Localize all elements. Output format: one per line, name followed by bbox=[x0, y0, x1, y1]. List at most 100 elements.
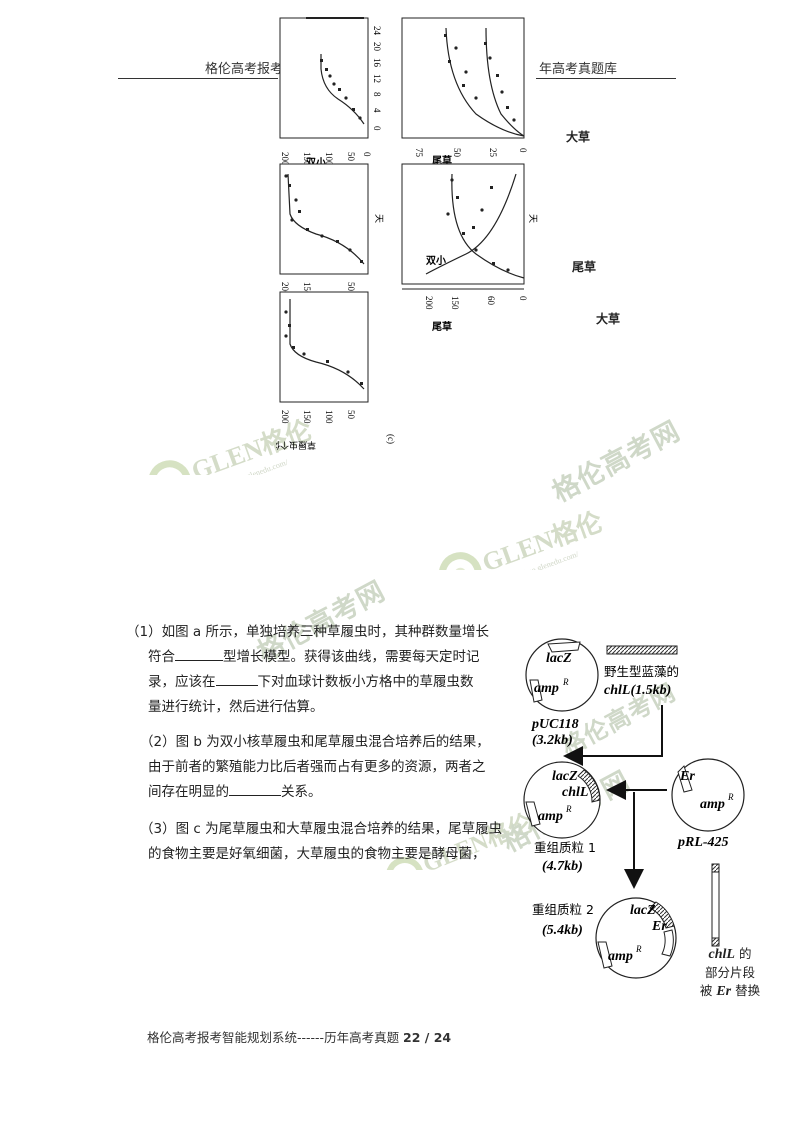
watermark-logo-1: GLEN格伦 http://gaokao.glenedu.com/ bbox=[148, 414, 317, 475]
question-3: （3）图 c 为尾草履虫和大草履虫混合培养的结果，尾草履虫 的食物主要是好氧细菌… bbox=[140, 817, 520, 867]
axis-c-left-label: 草履虫个体数（mL） bbox=[276, 440, 316, 451]
tag-c-left: 双小 bbox=[426, 254, 446, 267]
tick-b-x-2: 50 bbox=[346, 282, 356, 292]
tick-a-x-1: 150 bbox=[302, 152, 312, 166]
question-1: （1）如图 a 所示，单独培养三种草履虫时，其种群数量增长 符合型增长模型。获得… bbox=[126, 620, 506, 720]
panel-right-mid: 双小 bbox=[401, 163, 525, 285]
watermark-brand-2: GLEN格伦 bbox=[478, 506, 607, 570]
q1-line-4: 量进行统计，然后进行估算。 bbox=[148, 699, 324, 715]
tick-a-y-5: 4 bbox=[372, 108, 382, 113]
prl-sup: R bbox=[727, 792, 734, 802]
prl-name: pRL-425 bbox=[677, 835, 729, 850]
plasmid-prl425: Er amp R pRL-425 bbox=[671, 758, 745, 850]
header-right: 年高考真题库 bbox=[539, 62, 618, 77]
tick-a-y-2: 16 bbox=[372, 58, 382, 68]
tag-c-mid: 尾草 bbox=[432, 320, 452, 333]
q3-line-1: （3）图 c 为尾草履虫和大草履虫混合培养的结果，尾草履虫 bbox=[140, 821, 503, 837]
header-rule-right bbox=[536, 78, 676, 79]
r2-amp: amp bbox=[608, 949, 633, 964]
r2-gene-1: lacZ bbox=[630, 903, 656, 918]
r1-name: 重组质粒 1 bbox=[534, 840, 596, 855]
tick-b-x-1: 150 bbox=[302, 282, 312, 296]
tick-a-y-3: 12 bbox=[372, 74, 382, 83]
r1-gene-2: chlL bbox=[562, 785, 588, 800]
r1-size: (4.7kb) bbox=[542, 859, 583, 874]
tick-a-x-4: 0 bbox=[362, 152, 372, 157]
r2-gene-2: Er bbox=[651, 919, 667, 934]
tag-right-lower: 大草 bbox=[596, 312, 621, 326]
day-label-b: 天 bbox=[374, 214, 384, 223]
fragment-bar bbox=[711, 863, 720, 947]
p1-name: pUC118 bbox=[531, 717, 579, 732]
day-label-r: 天 bbox=[528, 214, 538, 223]
tag-right-mid: 尾草 bbox=[572, 260, 597, 274]
frag-line-3: 被 Er 替换 bbox=[699, 983, 761, 999]
q1-line-2: 符合型增长模型。获得该曲线，需要每天定时记 bbox=[148, 649, 480, 665]
tick-a-y-0: 24 bbox=[372, 26, 382, 36]
p1-sup: R bbox=[562, 677, 569, 687]
p1-gene: lacZ bbox=[546, 651, 572, 666]
panel-right-bottom-axis: 200 150 60 0 尾草 bbox=[402, 288, 528, 333]
tick-a-x-2: 100 bbox=[324, 152, 334, 166]
tick-r-x-2: 25 bbox=[488, 148, 498, 158]
tick-c-x-3: 50 bbox=[346, 410, 356, 420]
tick-b-x-0: 200 bbox=[280, 282, 290, 296]
tick-a-x-3: 50 bbox=[346, 152, 356, 162]
answer-blank-1[interactable] bbox=[175, 660, 223, 661]
r1-gene-1: lacZ bbox=[552, 769, 578, 784]
p1-size: (3.2kb) bbox=[532, 733, 573, 748]
panel-b: 200 150 50 bbox=[279, 163, 369, 296]
tick-r-x-0: 75 bbox=[414, 148, 424, 158]
q1-line-1: （1）如图 a 所示，单独培养三种草履虫时，其种群数量增长 bbox=[126, 624, 489, 640]
q2-line-3: 间存在明显的关系。 bbox=[148, 784, 322, 800]
tick-r2-x-2: 60 bbox=[486, 296, 496, 306]
panel-c-label: (c) bbox=[386, 434, 396, 444]
tick-c-x-1: 150 bbox=[302, 410, 312, 424]
r1-amp: amp bbox=[538, 809, 563, 824]
wild-gene: chlL(1.5kb) bbox=[604, 683, 671, 698]
tick-a-y-4: 8 bbox=[372, 92, 382, 97]
page-footer: 格伦高考报考智能规划系统------历年高考真题 22 / 24 bbox=[147, 1027, 451, 1046]
question-2: （2）图 b 为双小核草履虫和尾草履虫混合培养后的结果， 由于前者的繁殖能力比后… bbox=[140, 730, 520, 805]
header-rule-left bbox=[118, 78, 278, 79]
tick-a-x-0: 200 bbox=[280, 152, 290, 166]
plasmid-diagram: lacZ amp R pUC118 (3.2kb) 野生型蓝藻的 chlL(1.… bbox=[523, 638, 745, 979]
fragment-caption: chlL 的 部分片段 被 Er 替换 bbox=[690, 945, 770, 1001]
p1-amp: amp bbox=[534, 681, 559, 696]
tick-r2-x-0: 200 bbox=[424, 296, 434, 310]
wild-gene-bar bbox=[606, 645, 678, 655]
footer-text: 格伦高考报考智能规划系统------历年高考真题 bbox=[147, 1030, 404, 1045]
answer-blank-3[interactable] bbox=[229, 795, 281, 796]
panel-c: 200 150 100 50 草履虫个体数（mL） (c) bbox=[276, 291, 396, 451]
panel-right-top: 75 50 25 0 尾草 bbox=[401, 17, 528, 167]
r2-name: 重组质粒 2 bbox=[532, 902, 594, 917]
q1-line-3: 录，应该在下对血球计数板小方格中的草履虫数 bbox=[148, 674, 474, 690]
page-number: 22 / 24 bbox=[403, 1030, 452, 1045]
prl-gene: Er bbox=[679, 769, 695, 784]
plasmid-puc118: lacZ amp R pUC118 (3.2kb) bbox=[525, 638, 599, 748]
tick-r2-x-3: 0 bbox=[518, 296, 528, 301]
answer-blank-2[interactable] bbox=[215, 685, 258, 686]
r1-sup: R bbox=[565, 804, 572, 814]
panel-a: 200 150 100 50 0 24 20 16 12 8 4 0 双小 bbox=[279, 17, 382, 169]
frag-line-2: 部分片段 bbox=[704, 965, 755, 980]
r2-sup: R bbox=[635, 944, 642, 954]
plasmid-recombinant-2: lacZ Er amp R bbox=[595, 897, 677, 979]
r2-size: (5.4kb) bbox=[542, 923, 583, 938]
q3-line-2: 的食物主要是好氧细菌，大草履虫的食物主要是酵母菌， bbox=[148, 846, 486, 862]
frag-gene: chlL bbox=[708, 947, 735, 962]
population-figure: 200 150 100 50 0 24 20 16 12 8 4 0 双小 20… bbox=[276, 17, 538, 451]
watermark-logo-3: GLEN格伦 bbox=[385, 808, 538, 870]
tick-a-y-6: 0 bbox=[372, 126, 382, 131]
plasmid-recombinant-1: lacZ chlL amp R 重组质粒 1 (4.7kb) bbox=[523, 761, 601, 874]
tick-a-y-1: 20 bbox=[372, 42, 382, 52]
header-left: 格伦高考报考 bbox=[205, 62, 284, 77]
tick-c-x-2: 100 bbox=[324, 410, 334, 424]
prl-amp: amp bbox=[700, 797, 725, 812]
q2-line-2: 由于前者的繁殖能力比后者强而占有更多的资源，两者之 bbox=[148, 759, 486, 775]
tick-r2-x-1: 150 bbox=[450, 296, 460, 310]
watermark-logo-2: GLEN格伦 http://gaokao.glenedu.com/ bbox=[438, 506, 607, 570]
tick-r-x-3: 0 bbox=[518, 148, 528, 153]
tag-right-top: 大草 bbox=[566, 130, 591, 144]
wild-label: 野生型蓝藻的 bbox=[604, 664, 679, 679]
